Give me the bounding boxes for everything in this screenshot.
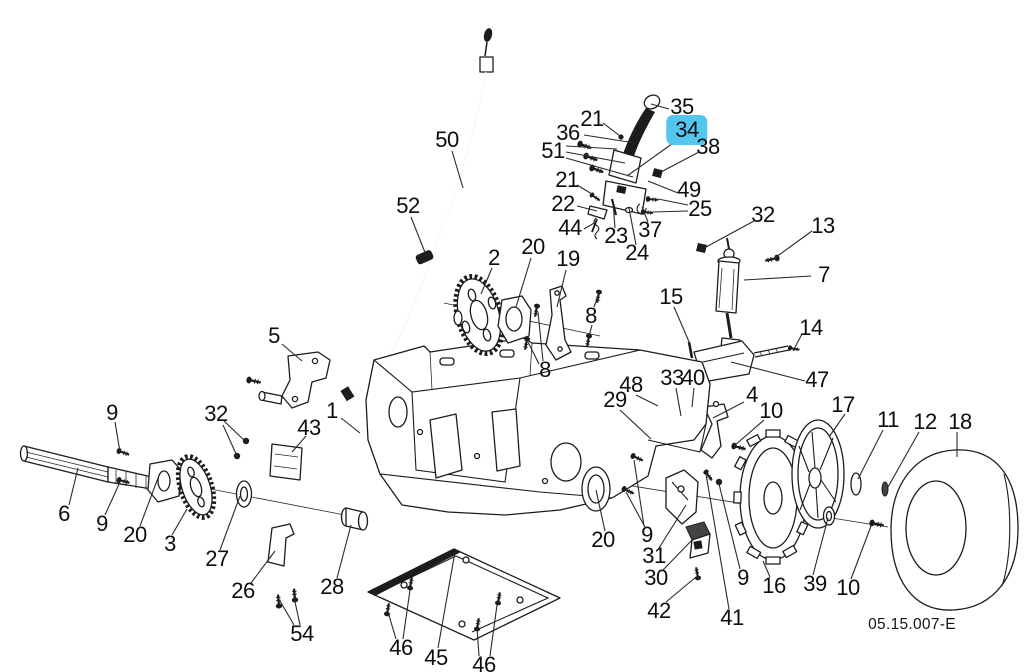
part-label-20[interactable]: 20 bbox=[591, 527, 615, 552]
part-label-50[interactable]: 50 bbox=[435, 127, 459, 152]
part-label-41[interactable]: 41 bbox=[720, 605, 744, 630]
part-label-9[interactable]: 9 bbox=[641, 522, 653, 547]
part-label-39[interactable]: 39 bbox=[803, 571, 827, 596]
part-label-10[interactable]: 10 bbox=[836, 575, 860, 600]
part-label-5[interactable]: 5 bbox=[268, 323, 280, 348]
part-label-40[interactable]: 40 bbox=[681, 365, 705, 390]
part-label-11[interactable]: 11 bbox=[877, 407, 899, 432]
part-label-9[interactable]: 9 bbox=[96, 511, 108, 536]
part-label-42[interactable]: 42 bbox=[647, 598, 671, 623]
leader-lines bbox=[68, 103, 958, 657]
part-label-8[interactable]: 8 bbox=[585, 303, 597, 328]
part-label-21[interactable]: 21 bbox=[555, 167, 579, 192]
part-label-15[interactable]: 15 bbox=[659, 284, 683, 309]
part-label-46[interactable]: 46 bbox=[472, 652, 496, 672]
main-frame bbox=[365, 337, 711, 516]
part-label-14[interactable]: 14 bbox=[799, 315, 823, 340]
part-label-12[interactable]: 12 bbox=[913, 409, 937, 434]
part-label-44[interactable]: 44 bbox=[558, 215, 582, 240]
part-label-19[interactable]: 19 bbox=[556, 246, 580, 271]
cable-clamp bbox=[415, 250, 434, 265]
part-label-32[interactable]: 32 bbox=[751, 202, 775, 227]
part-label-33[interactable]: 33 bbox=[660, 365, 684, 390]
part-label-30[interactable]: 30 bbox=[644, 565, 668, 590]
gear-and-bracket-group bbox=[453, 273, 604, 361]
part-label-17[interactable]: 17 bbox=[831, 392, 855, 417]
part-label-37[interactable]: 37 bbox=[638, 217, 662, 242]
part-label-36[interactable]: 36 bbox=[556, 120, 580, 145]
part-label-4[interactable]: 4 bbox=[746, 382, 758, 407]
part-label-18[interactable]: 18 bbox=[948, 409, 972, 434]
part-label-32[interactable]: 32 bbox=[204, 401, 228, 426]
part-label-21[interactable]: 21 bbox=[580, 106, 604, 131]
part-label-3[interactable]: 3 bbox=[164, 531, 176, 556]
shock-absorber-assembly bbox=[687, 237, 801, 383]
part-label-8[interactable]: 8 bbox=[539, 357, 551, 382]
shift-lever-assembly bbox=[575, 94, 663, 240]
part-label-9[interactable]: 9 bbox=[106, 400, 118, 425]
part-label-24[interactable]: 24 bbox=[625, 240, 649, 265]
part-label-54[interactable]: 54 bbox=[290, 621, 314, 646]
part-label-43[interactable]: 43 bbox=[297, 415, 321, 440]
part-label-1[interactable]: 1 bbox=[326, 398, 338, 423]
part-label-31[interactable]: 31 bbox=[642, 543, 666, 568]
part-label-20[interactable]: 20 bbox=[123, 522, 147, 547]
part-label-16[interactable]: 16 bbox=[762, 573, 786, 598]
part-label-28[interactable]: 28 bbox=[320, 574, 344, 599]
part-label-38[interactable]: 38 bbox=[696, 134, 720, 159]
part-label-45[interactable]: 45 bbox=[424, 645, 448, 670]
part-label-51[interactable]: 51 bbox=[541, 138, 565, 163]
bracket-26 bbox=[267, 523, 300, 610]
part-label-23[interactable]: 23 bbox=[604, 223, 628, 248]
part-label-47[interactable]: 47 bbox=[805, 367, 829, 392]
part-label-26[interactable]: 26 bbox=[231, 578, 255, 603]
part-label-29[interactable]: 29 bbox=[603, 387, 627, 412]
part-label-25[interactable]: 25 bbox=[688, 196, 712, 221]
right-axle-assembly bbox=[581, 419, 1019, 611]
bushing bbox=[340, 507, 369, 531]
part-label-49[interactable]: 49 bbox=[677, 177, 701, 202]
part-label-9[interactable]: 9 bbox=[737, 565, 749, 590]
part-label-46[interactable]: 46 bbox=[389, 635, 413, 660]
part-label-10[interactable]: 10 bbox=[759, 398, 783, 423]
left-axle-assembly bbox=[19, 437, 253, 520]
part-label-34-highlighted[interactable]: 34 bbox=[666, 115, 708, 145]
bracket-43 bbox=[269, 443, 303, 481]
part-label-20[interactable]: 20 bbox=[521, 234, 545, 259]
part-label-35[interactable]: 35 bbox=[670, 94, 694, 119]
part-label-52[interactable]: 52 bbox=[396, 193, 420, 218]
part-label-22[interactable]: 22 bbox=[551, 191, 575, 216]
part-label-27[interactable]: 27 bbox=[205, 546, 229, 571]
skid-plate bbox=[367, 548, 561, 641]
part-label-2[interactable]: 2 bbox=[488, 245, 500, 270]
part-label-6[interactable]: 6 bbox=[58, 501, 70, 526]
part-label-7[interactable]: 7 bbox=[818, 262, 830, 287]
part-label-13[interactable]: 13 bbox=[811, 213, 835, 238]
part-label-48[interactable]: 48 bbox=[619, 372, 643, 397]
drawing-code: 05.15.007-E bbox=[868, 616, 956, 633]
bracket-5 bbox=[244, 351, 331, 409]
